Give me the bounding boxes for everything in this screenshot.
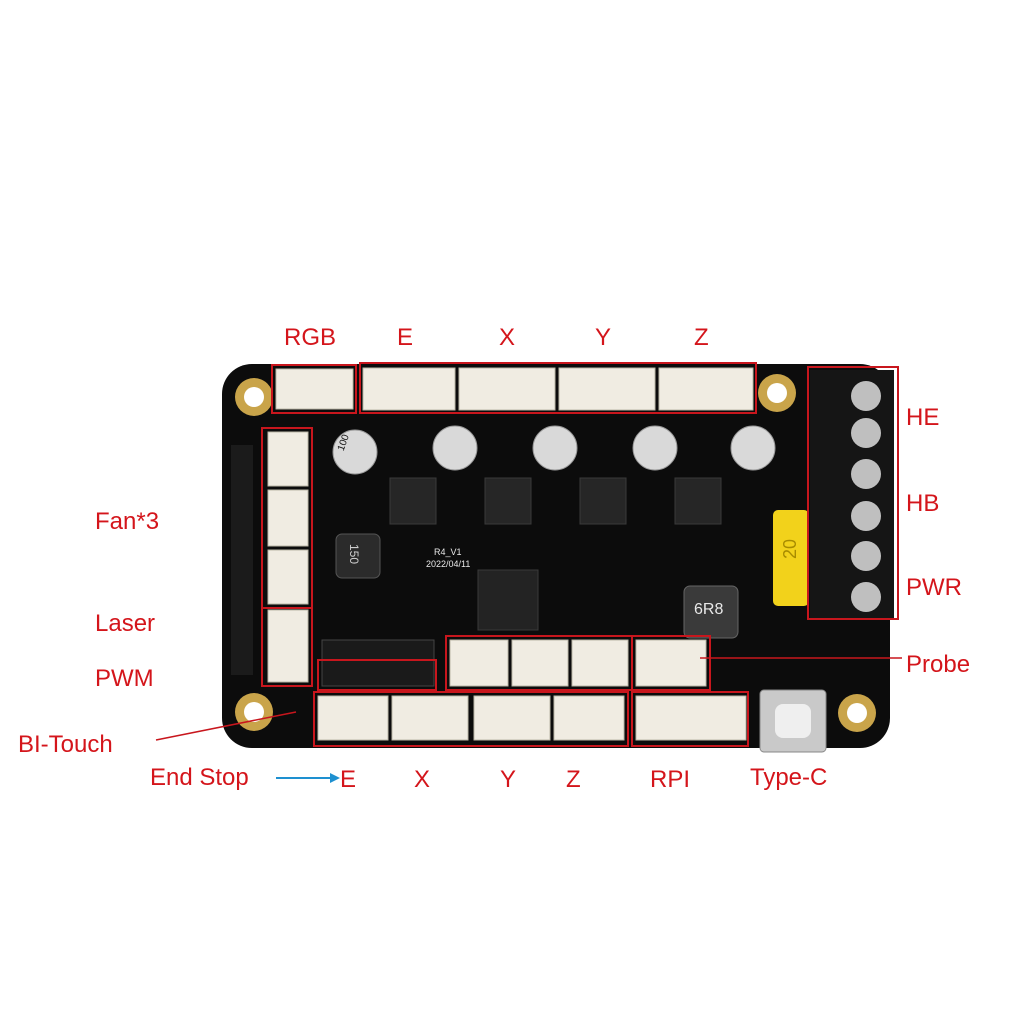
label-fan: Fan*3 xyxy=(95,508,160,535)
capacitors xyxy=(332,425,776,475)
label-motor-y: Y xyxy=(595,324,612,351)
inductor-small-label: 150 xyxy=(347,543,362,565)
mounting-hole-bl xyxy=(235,693,273,731)
usb-typec-port xyxy=(759,689,827,753)
label-he: HE xyxy=(906,404,940,431)
label-rgb: RGB xyxy=(284,324,337,351)
fuse-label: 20 xyxy=(780,538,801,560)
leader-lines xyxy=(155,657,902,741)
board-model-label: R4_V1 xyxy=(434,547,462,557)
label-laser: Laser xyxy=(95,610,156,637)
mounting-hole-tr xyxy=(758,374,796,412)
fuse xyxy=(773,510,809,606)
fan-connectors xyxy=(267,431,309,683)
stepper-driver-chips xyxy=(389,477,722,525)
label-motor-z: Z xyxy=(694,324,709,351)
label-bltouch: BI-Touch xyxy=(18,731,113,758)
label-probe: Probe xyxy=(906,651,971,678)
left-pin-header xyxy=(231,445,253,675)
label-endstop-z: Z xyxy=(566,766,581,793)
label-endstop: End Stop xyxy=(150,764,249,791)
label-hb: HB xyxy=(906,490,940,517)
bottom-connectors xyxy=(317,639,747,741)
mounting-hole-br xyxy=(838,694,876,732)
mcu-chip xyxy=(477,569,539,631)
label-pwr: PWR xyxy=(906,574,962,601)
label-endstop-x: X xyxy=(414,766,431,793)
label-rpi: RPI xyxy=(650,766,691,793)
endstop-arrow xyxy=(276,773,340,783)
mounting-hole-tl xyxy=(235,378,273,416)
label-endstop-y: Y xyxy=(500,766,517,793)
top-connectors xyxy=(275,367,754,411)
terminal-block xyxy=(810,370,894,620)
label-motor-e: E xyxy=(397,324,414,351)
label-pwm: PWM xyxy=(95,665,154,692)
board-date-label: 2022/04/11 xyxy=(426,559,471,569)
label-endstop-e: E xyxy=(340,766,357,793)
annotation-boxes xyxy=(261,362,899,747)
label-typec: Type-C xyxy=(750,764,828,791)
label-motor-x: X xyxy=(499,324,516,351)
inductor-large-label: 6R8 xyxy=(694,601,724,618)
inductor-small xyxy=(335,533,381,579)
bltouch-pin-header xyxy=(321,639,435,687)
